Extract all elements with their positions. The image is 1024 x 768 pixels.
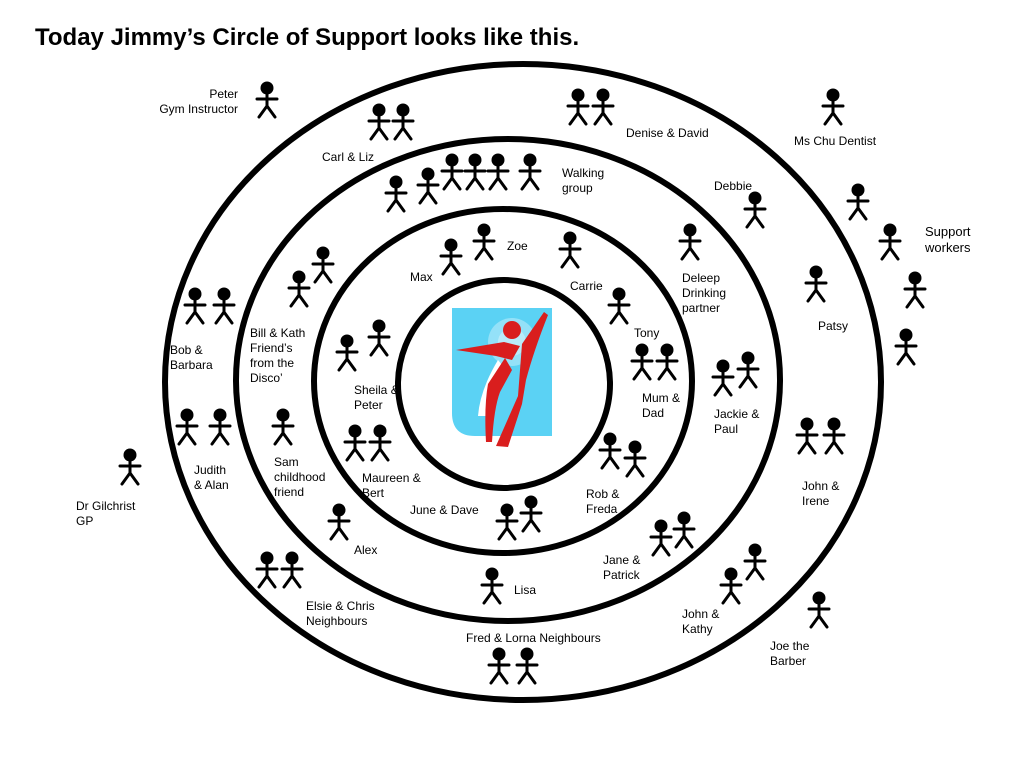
label-judith-alan: Judith & Alan: [194, 463, 229, 492]
label-sheila-peter: Sheila & Peter: [354, 383, 399, 412]
third-circle: [233, 136, 783, 624]
label-joe-barber: Joe the Barber: [770, 639, 810, 668]
label-carl-liz: Carl & Liz: [322, 150, 375, 164]
label-jackie-paul: Jackie & Paul: [714, 407, 760, 436]
page-title: Today Jimmy’s Circle of Support looks li…: [35, 24, 580, 51]
label-dr-gilchrist: Dr Gilchrist GP: [76, 499, 136, 528]
label-bob-barbara: Bob & Barbara: [170, 343, 213, 372]
inner-circle: [395, 277, 613, 491]
label-sam: Sam childhood friend: [274, 455, 326, 499]
label-lisa: Lisa: [514, 583, 537, 597]
label-zoe: Zoe: [507, 239, 528, 253]
label-rob-freda: Rob & Freda: [586, 487, 620, 516]
label-mum-dad: Mum & Dad: [642, 391, 681, 420]
label-bill-kath: Bill & Kath Friend’s from the Disco’: [250, 326, 306, 385]
label-john-irene: John & Irene: [802, 479, 840, 508]
label-ms-chu: Ms Chu Dentist: [794, 134, 877, 148]
label-max: Max: [410, 270, 433, 284]
label-jane-patrick: Jane & Patrick: [603, 553, 641, 582]
person-logo-icon: [452, 308, 552, 447]
label-maureen-bert: Maureen & Bert: [362, 471, 421, 500]
outer-circle: [162, 61, 884, 703]
label-support-workers: Support workers: [925, 224, 971, 255]
label-deleep: Deleep Drinking partner: [682, 271, 727, 315]
label-elsie-chris: Elsie & Chris Neighbours: [306, 599, 375, 628]
second-circle: [311, 206, 695, 556]
label-alex: Alex: [354, 543, 378, 557]
label-carrie: Carrie: [570, 279, 603, 293]
label-walking-group: Walking group: [562, 166, 605, 195]
label-fred-lorna: Fred & Lorna Neighbours: [466, 631, 601, 645]
label-denise-david: Denise & David: [626, 126, 709, 140]
label-june-dave: June & Dave: [410, 503, 479, 517]
label-debbie: Debbie: [714, 179, 753, 193]
label-tony: Tony: [634, 326, 660, 340]
label-peter: Peter Gym Instructor: [159, 87, 238, 116]
label-patsy: Patsy: [818, 319, 849, 333]
label-john-kathy: John & Kathy: [682, 607, 720, 636]
